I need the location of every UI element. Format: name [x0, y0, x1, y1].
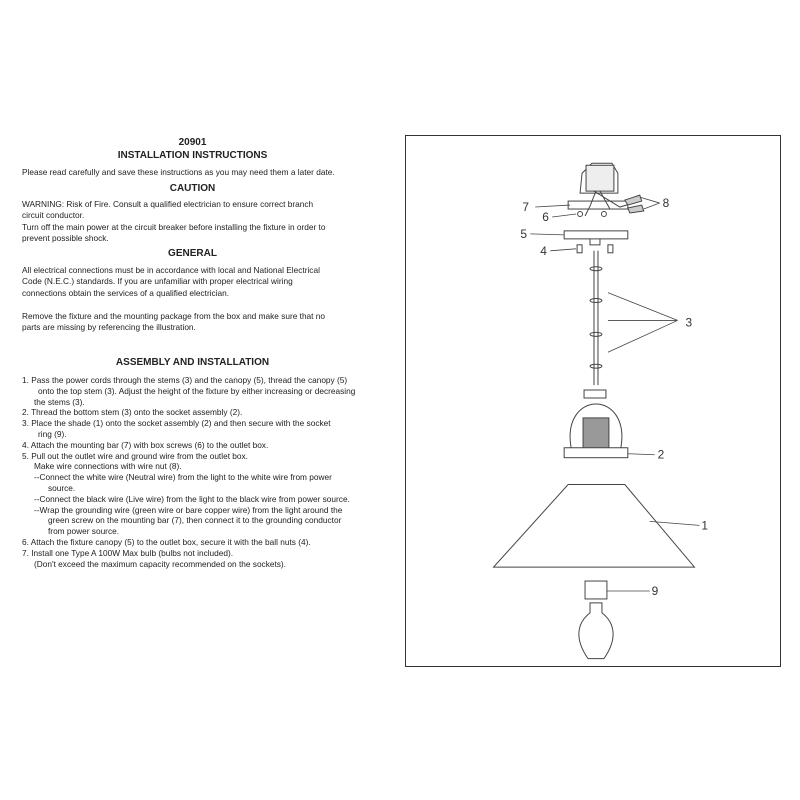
label-8: 8 — [663, 196, 670, 210]
general-line: Remove the fixture and the mounting pack… — [22, 311, 326, 321]
assembly-line: onto the top stem (3). Adjust the height… — [38, 385, 356, 396]
wire-nuts — [624, 194, 645, 214]
assembly-line: 3. Place the shade (1) onto the socket a… — [22, 418, 331, 429]
stem-joint — [589, 266, 603, 272]
assembly-line: 5. Pull out the outlet wire and ground w… — [22, 450, 248, 461]
canopy-neck — [589, 238, 601, 246]
general-heading: GENERAL — [168, 248, 217, 259]
box-screw — [577, 211, 584, 217]
box-screw — [600, 211, 607, 217]
assembly-line: from power source. — [48, 526, 120, 537]
socket-ring — [584, 580, 608, 600]
assembly-line: 6. Attach the fixture canopy (5) to the … — [22, 536, 311, 547]
ball-nut — [576, 244, 583, 254]
stem-joint — [589, 363, 603, 369]
assembly-line: (Don't exceed the maximum capacity recom… — [34, 558, 286, 569]
assembly-line: Make wire connections with wire nut (8). — [34, 461, 182, 472]
document-title: INSTALLATION INSTRUCTIONS — [117, 150, 268, 161]
label-4: 4 — [540, 244, 547, 258]
socket-cap — [583, 389, 607, 399]
general-line: All electrical connections must be in ac… — [22, 265, 320, 275]
stem-joint — [589, 298, 603, 304]
label-6: 6 — [542, 210, 549, 224]
assembly-line: 7. Install one Type A 100W Max bulb (bul… — [22, 547, 234, 558]
general-line: Code (N.E.C.) standards. If you are unfa… — [22, 276, 293, 287]
assembly-heading: ASSEMBLY AND INSTALLATION — [115, 357, 270, 368]
assembly-line: --Connect the white wire (Neutral wire) … — [34, 472, 332, 483]
ball-nut — [607, 244, 614, 254]
label-1: 1 — [701, 518, 708, 532]
mounting-bar — [567, 200, 629, 210]
caution-line: Turn off the main power at the circuit b… — [22, 221, 326, 232]
assembly-line: 2. Thread the bottom stem (3) onto the s… — [22, 407, 243, 418]
assembly-line: --Wrap the grounding wire (green wire or… — [34, 504, 343, 515]
stem-sections — [593, 250, 599, 386]
bulb — [578, 602, 614, 660]
caution-heading: CAUTION — [169, 183, 216, 194]
pendant-light-illustration: 7 6 5 4 8 3 2 1 9 — [492, 162, 708, 660]
caution-text: WARNING: Risk of Fire. Consult a qualifi… — [22, 199, 367, 244]
assembly-line: green screw on the mounting bar (7), the… — [48, 515, 342, 526]
socket-ring-plate — [563, 447, 629, 459]
shade — [492, 484, 696, 568]
label-7: 7 — [522, 200, 529, 214]
assembly-line: 1. Pass the power cords through the stem… — [22, 375, 348, 385]
assembly-line: source. — [48, 482, 76, 493]
canopy — [563, 230, 629, 240]
intro-text: Please read carefully and save these ins… — [22, 167, 335, 177]
label-5: 5 — [520, 227, 527, 241]
general-line: connections obtain the services of a qua… — [22, 287, 230, 298]
label-2: 2 — [658, 448, 665, 462]
general-line: parts are missing by referencing the ill… — [22, 322, 196, 333]
general-paragraph-2: Remove the fixture and the mounting pack… — [22, 311, 342, 334]
assembly-line: 4. Attach the mounting bar (7) with box … — [22, 439, 269, 450]
general-paragraph-1: All electrical connections must be in ac… — [22, 265, 342, 299]
assembly-line: ring (9). — [38, 428, 67, 439]
assembly-line: the stems (3). — [34, 396, 85, 407]
socket-frame — [569, 403, 623, 448]
label-3: 3 — [686, 315, 693, 329]
caution-line: WARNING: Risk of Fire. Consult a qualifi… — [22, 199, 314, 209]
assembly-steps: 1. Pass the power cords through the stem… — [22, 375, 372, 569]
assembly-line: --Connect the black wire (Live wire) fro… — [34, 493, 350, 504]
stem-joint — [589, 331, 603, 337]
caution-line: circuit conductor. — [22, 210, 85, 221]
parts-diagram: 7 6 5 4 8 3 2 1 9 — [405, 135, 781, 667]
caution-line: prevent possible shock. — [22, 232, 109, 243]
model-number: 20901 — [178, 137, 207, 148]
label-9: 9 — [652, 584, 659, 598]
outlet-box-inner — [585, 164, 615, 192]
